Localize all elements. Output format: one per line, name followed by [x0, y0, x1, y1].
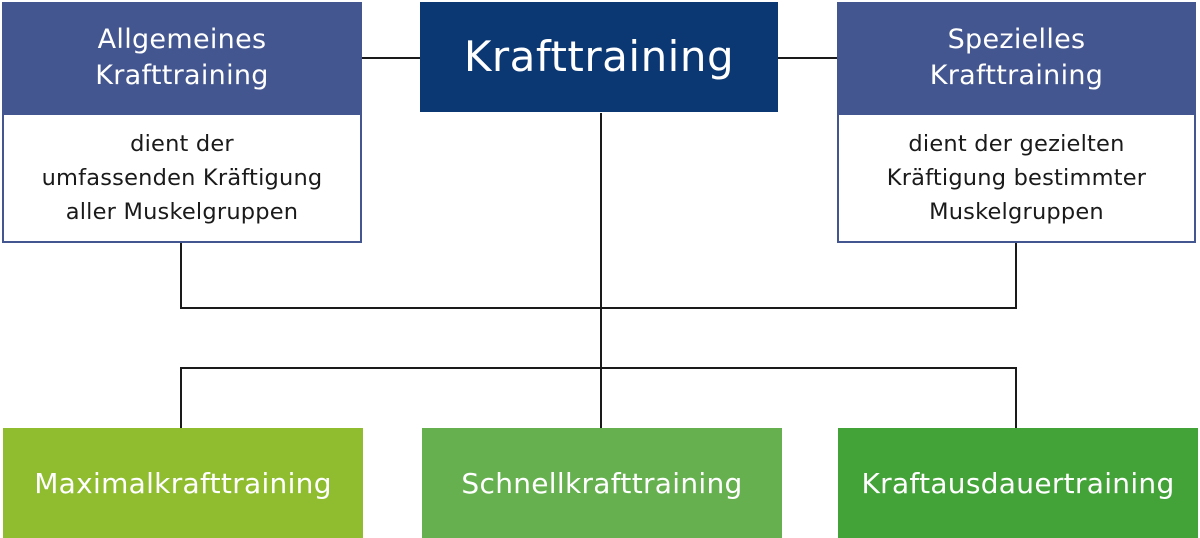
kraftausdauertraining-box: Kraftausdauertraining: [838, 428, 1198, 538]
spezielles-krafttraining-box: Spezielles Krafttraining: [837, 2, 1196, 114]
allgemeines-krafttraining-description: dient der umfassenden Kräftigung aller M…: [2, 113, 362, 243]
allgemeines-krafttraining-box: Allgemeines Krafttraining: [2, 2, 362, 114]
schnellkrafttraining-box: Schnellkrafttraining: [422, 428, 782, 538]
spezielles-krafttraining-description: dient der gezielten Kräftigung bestimmte…: [837, 113, 1196, 243]
krafttraining-box: Krafttraining: [420, 2, 778, 112]
maximalkrafttraining-box: Maximalkrafttraining: [3, 428, 363, 538]
